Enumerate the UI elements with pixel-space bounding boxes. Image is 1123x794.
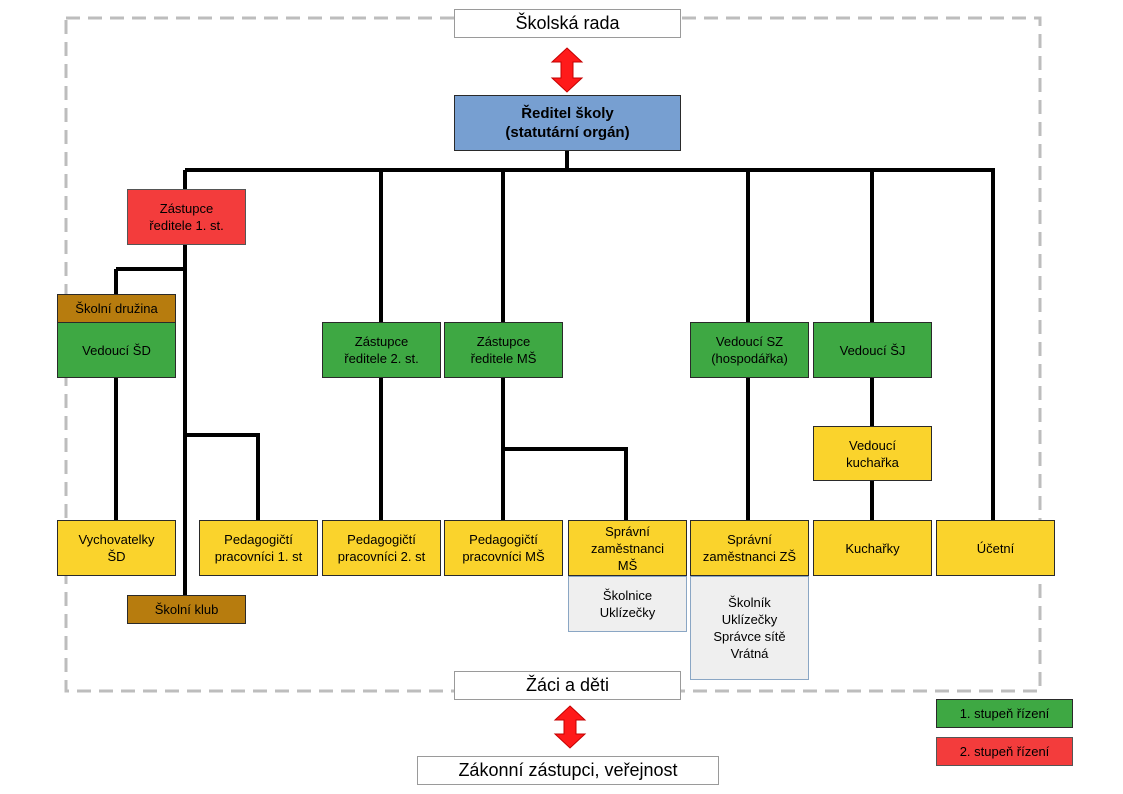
staff-zs-line3: Správce sítě <box>713 629 786 644</box>
school-board-label: Školská rada <box>515 13 620 33</box>
admin-staff-ms-line3: MŠ <box>617 557 638 573</box>
teachers-ms-line2: pracovníci MŠ <box>462 549 545 564</box>
teachers-2nd-line2: pracovníci 2. st <box>337 549 426 564</box>
accountant-label: Účetní <box>976 540 1015 556</box>
deputy-ms-box: Zástupce ředitele MŠ <box>444 322 563 378</box>
head-sz-box: Vedoucí SZ (hospodářka) <box>690 322 809 378</box>
deputy-ms-line1: Zástupce <box>476 334 531 349</box>
teachers-2nd-box: Pedagogičtí pracovníci 2. st <box>322 520 441 576</box>
cooks-box: Kuchařky <box>813 520 932 576</box>
school-club-unit: Školní klub <box>127 595 246 624</box>
head-sd-label: Vedoucí ŠD <box>82 342 151 358</box>
pupils-box: Žáci a děti <box>454 671 681 700</box>
director-title: Ředitel školy <box>521 105 614 122</box>
educators-sd-box: Vychovatelky ŠD <box>57 520 176 576</box>
legend-level1-label: 1. stupeň řízení <box>959 706 1050 721</box>
director-subtitle: (statutární orgán) <box>505 124 630 141</box>
deputy-2nd-line1: Zástupce <box>354 334 409 349</box>
double-arrow-icon <box>550 47 584 93</box>
teachers-2nd-line1: Pedagogičtí <box>347 532 416 547</box>
educators-sd-line2: ŠD <box>107 549 126 564</box>
staff-zs-box: Školník Uklízečky Správce sítě Vrátná <box>690 576 809 680</box>
head-sz-line1: Vedoucí SZ <box>715 334 784 349</box>
head-sj-box: Vedoucí ŠJ <box>813 322 932 378</box>
deputy-1st-line1: Zástupce <box>159 201 214 216</box>
accountant-box: Účetní <box>936 520 1055 576</box>
admin-staff-ms-box: Správní zaměstnanci MŠ <box>568 520 687 576</box>
admin-staff-ms-line2: zaměstnanci <box>591 540 664 556</box>
double-arrow-icon <box>553 705 587 749</box>
pupils-label: Žáci a děti <box>525 675 610 695</box>
admin-staff-zs-line1: Správní <box>727 532 772 547</box>
admin-staff-zs-line2: zaměstnanci ZŠ <box>702 549 797 564</box>
head-sz-line2: (hospodářka) <box>711 351 788 366</box>
cooks-label: Kuchařky <box>845 540 900 556</box>
staff-zs-line4: Vrátná <box>730 646 769 661</box>
public-label: Zákonní zástupci, veřejnost <box>458 760 678 780</box>
head-cook-line2: kuchařka <box>846 454 899 470</box>
legend-level2: 2. stupeň řízení <box>936 737 1073 766</box>
org-connectors <box>114 150 995 595</box>
deputy-ms-line2: ředitele MŠ <box>470 351 537 366</box>
teachers-1st-line1: Pedagogičtí <box>224 532 293 547</box>
teachers-1st-box: Pedagogičtí pracovníci 1. st <box>199 520 318 576</box>
teachers-1st-line2: pracovníci 1. st <box>214 549 303 564</box>
school-afterclub-label: Školní družina <box>75 301 158 316</box>
staff-zs-line1: Školník <box>728 595 771 610</box>
legend-level1: 1. stupeň řízení <box>936 699 1073 728</box>
teachers-ms-line1: Pedagogičtí <box>469 532 538 547</box>
head-sd-box: Vedoucí ŠD <box>57 322 176 378</box>
public-box: Zákonní zástupci, veřejnost <box>417 756 719 785</box>
deputy-1st-line2: ředitele 1. st. <box>149 218 224 233</box>
staff-ms-box: Školnice Uklízečky <box>568 576 687 632</box>
teachers-ms-box: Pedagogičtí pracovníci MŠ <box>444 520 563 576</box>
director-box: Ředitel školy (statutární orgán) <box>454 95 681 151</box>
educators-sd-line1: Vychovatelky <box>78 532 155 547</box>
deputy-2nd-level-box: Zástupce ředitele 2. st. <box>322 322 441 378</box>
admin-staff-ms-line1: Správní <box>605 523 650 539</box>
school-afterclub-unit: Školní družina <box>57 294 176 323</box>
school-club-label: Školní klub <box>154 602 219 617</box>
staff-ms-line1: Školnice <box>602 588 653 603</box>
school-board-box: Školská rada <box>454 9 681 38</box>
staff-ms-line2: Uklízečky <box>599 605 656 620</box>
staff-zs-line2: Uklízečky <box>721 612 778 627</box>
deputy-1st-level-box: Zástupce ředitele 1. st. <box>127 189 246 245</box>
head-sj-label: Vedoucí ŠJ <box>839 342 906 358</box>
admin-staff-zs-box: Správní zaměstnanci ZŠ <box>690 520 809 576</box>
head-cook-line1: Vedoucí <box>849 437 896 453</box>
head-cook-box: Vedoucí kuchařka <box>813 426 932 481</box>
legend-level2-label: 2. stupeň řízení <box>959 744 1050 759</box>
deputy-2nd-line2: ředitele 2. st. <box>344 351 419 366</box>
